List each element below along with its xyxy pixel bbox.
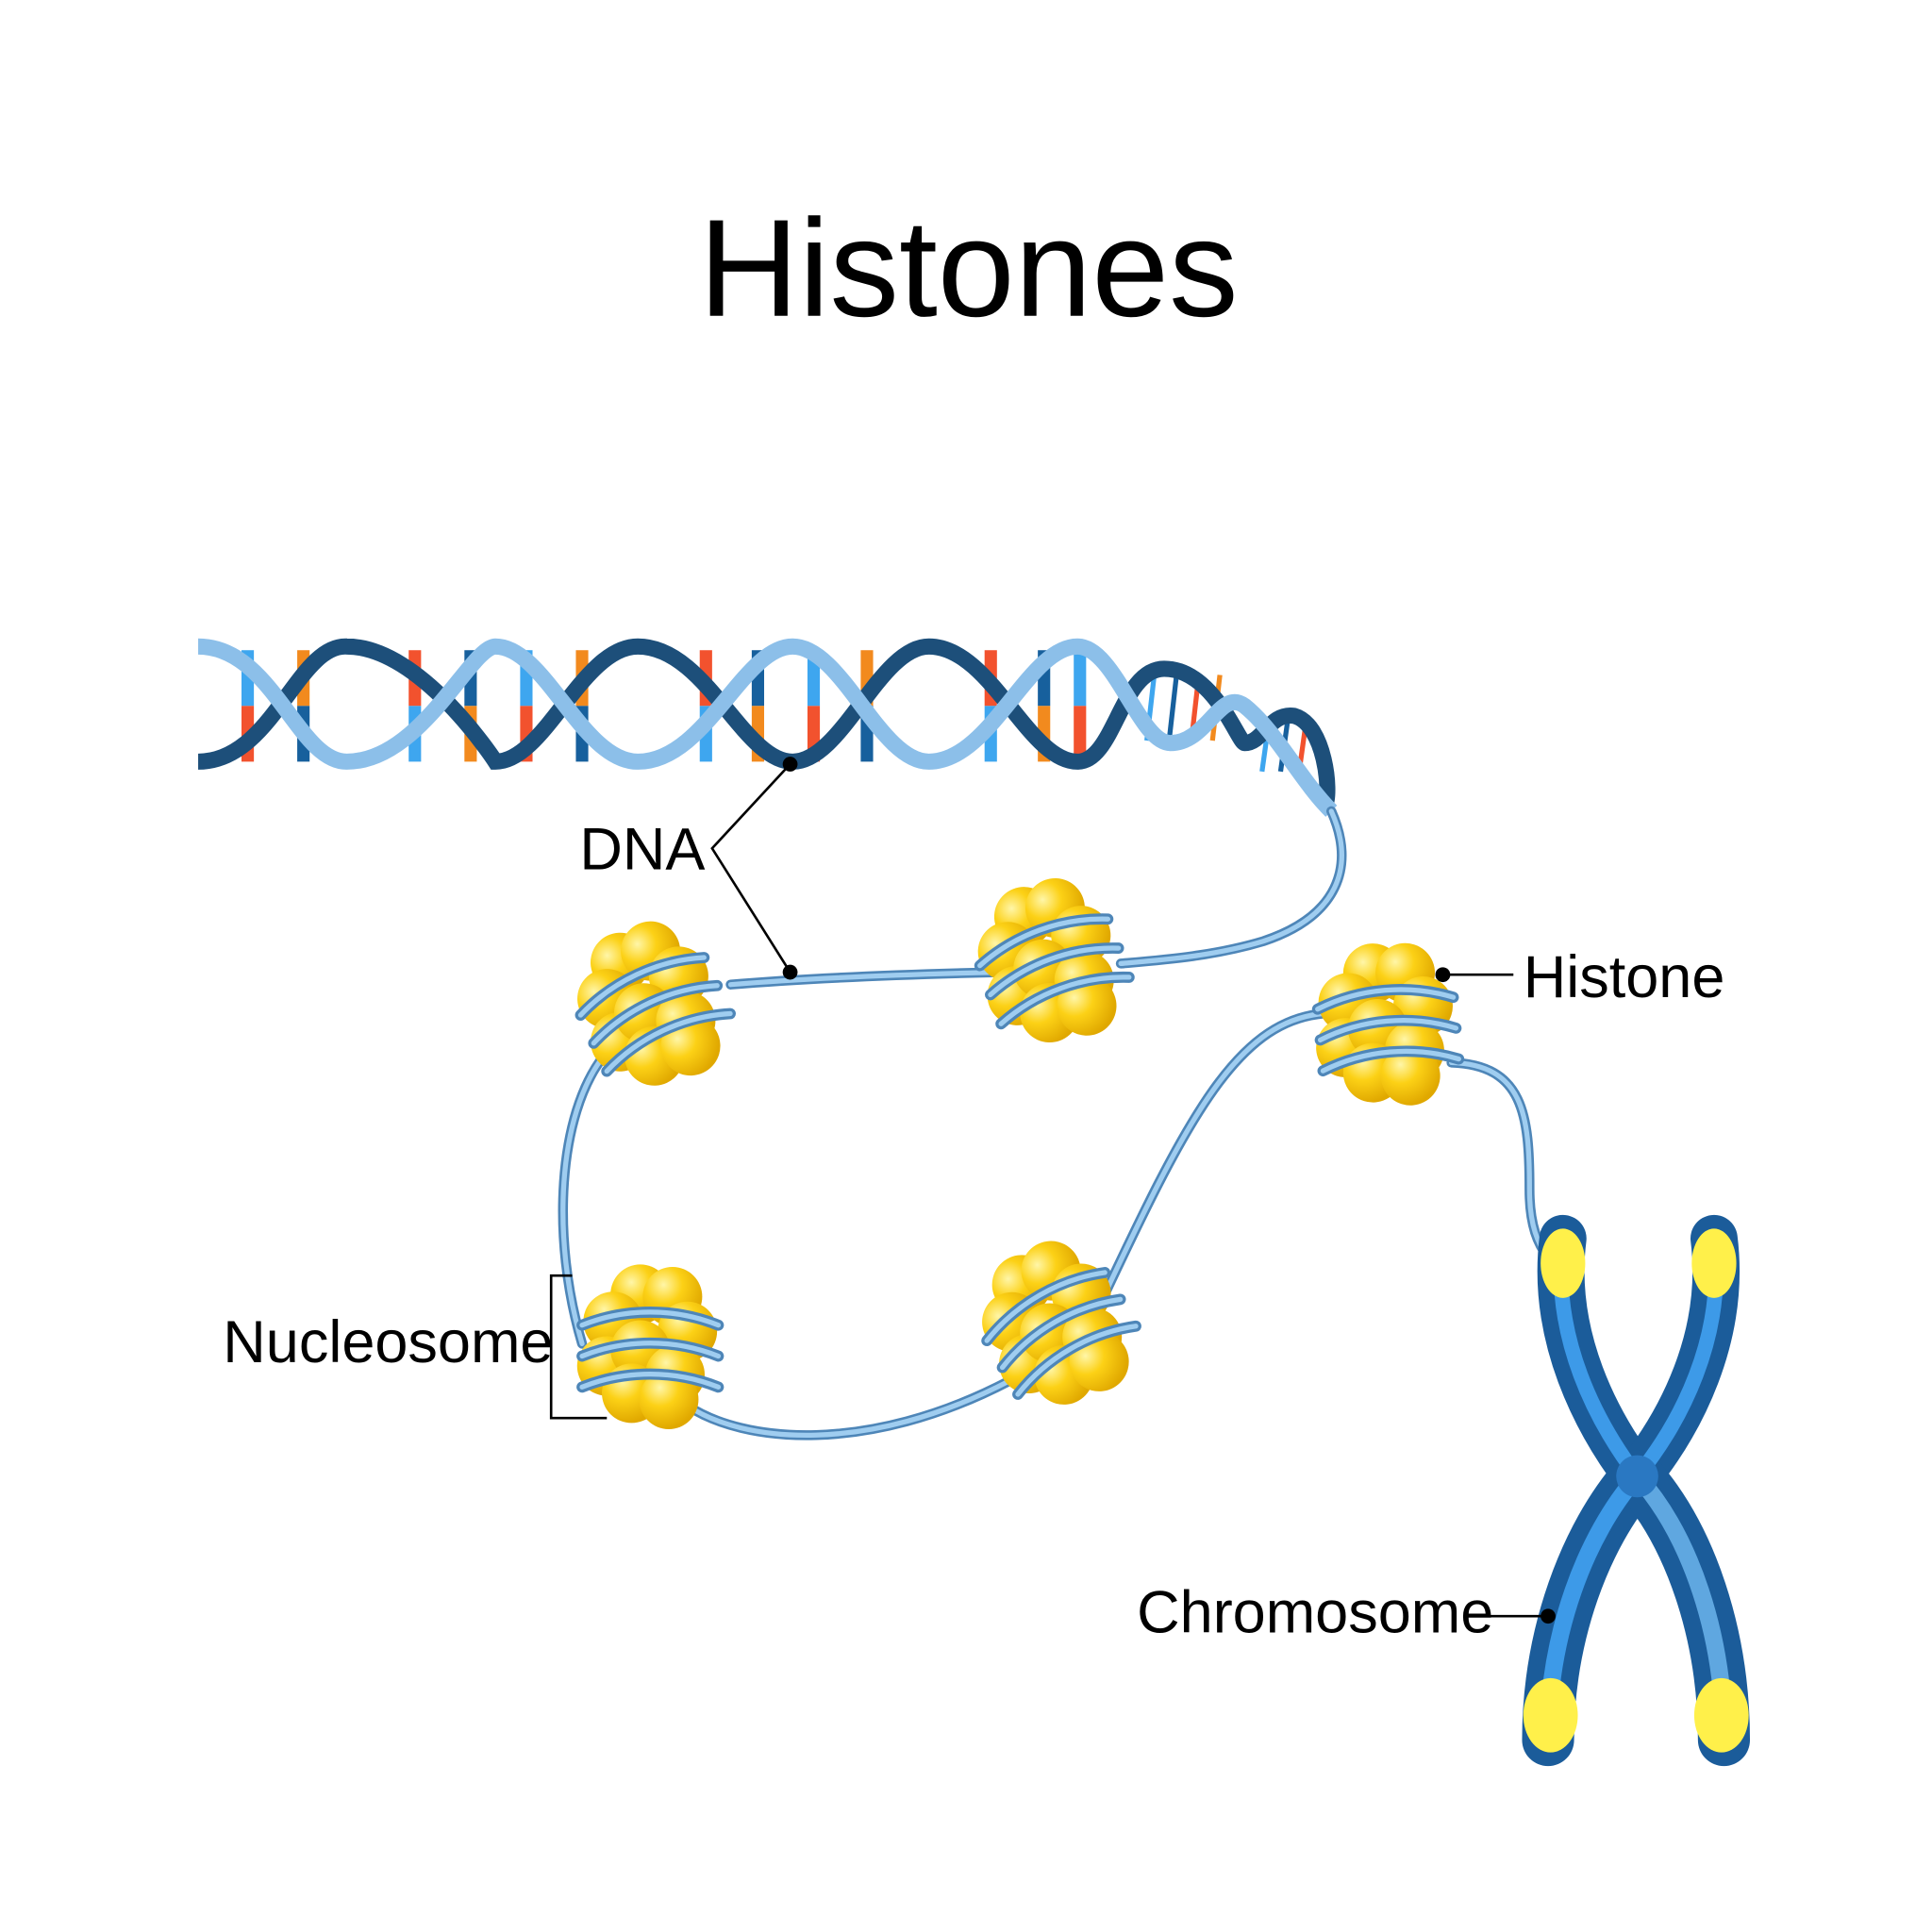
nucleosome xyxy=(575,921,736,1086)
chromosome-pointer-dot xyxy=(1541,1608,1556,1624)
dna-wrap xyxy=(999,1296,1124,1371)
dna-wrap xyxy=(977,916,1111,969)
histone-ball xyxy=(1380,1045,1441,1106)
dna-wrap xyxy=(1315,987,1457,1012)
base-pair xyxy=(1074,650,1087,762)
nucleosome xyxy=(981,1241,1141,1405)
dna-wrap xyxy=(577,955,707,1018)
dna-pointer-dot xyxy=(782,757,798,772)
dna-wrap xyxy=(591,983,720,1046)
dna-wrap xyxy=(579,1372,722,1390)
dna-label: DNA xyxy=(579,817,705,883)
dna-pointer-dot xyxy=(782,964,798,980)
dna-linker xyxy=(558,806,1554,1441)
chromosome-label-group: Chromosome xyxy=(1137,1579,1556,1645)
nucleosome-label: Nucleosome xyxy=(223,1309,553,1375)
nucleosome xyxy=(1311,942,1465,1106)
chromosome-label: Chromosome xyxy=(1137,1579,1493,1645)
histone-pointer-dot xyxy=(1435,967,1451,983)
dna-wrap xyxy=(579,1309,722,1328)
dna-wrap xyxy=(579,1341,722,1359)
nucleosome-label-group: Nucleosome xyxy=(223,1274,608,1420)
dna-double-helix xyxy=(197,638,1338,817)
histone-ball xyxy=(1057,975,1117,1036)
dna-wrap xyxy=(988,945,1122,998)
dna-wrap xyxy=(1320,1048,1461,1074)
dna-wrap xyxy=(604,1010,733,1074)
base-pair xyxy=(1166,675,1179,741)
dna-strand-light xyxy=(197,638,1338,817)
histone-label: Histone xyxy=(1524,944,1725,1010)
chromosome xyxy=(1522,1214,1751,1767)
nucleosome xyxy=(974,877,1135,1043)
dna-wrap xyxy=(984,1270,1108,1343)
dna-label-group: DNA xyxy=(579,757,798,980)
dna-wrap xyxy=(1015,1324,1139,1397)
page-title: Histones xyxy=(699,192,1239,346)
histone-label-group: Histone xyxy=(1435,944,1725,1010)
nucleosome xyxy=(576,1264,724,1429)
base-pair xyxy=(984,650,997,762)
dna-wrap xyxy=(1317,1018,1459,1043)
histone-ball xyxy=(639,1369,699,1429)
dna-wrap xyxy=(998,974,1132,1026)
nucleosome-bracket xyxy=(549,1274,608,1420)
